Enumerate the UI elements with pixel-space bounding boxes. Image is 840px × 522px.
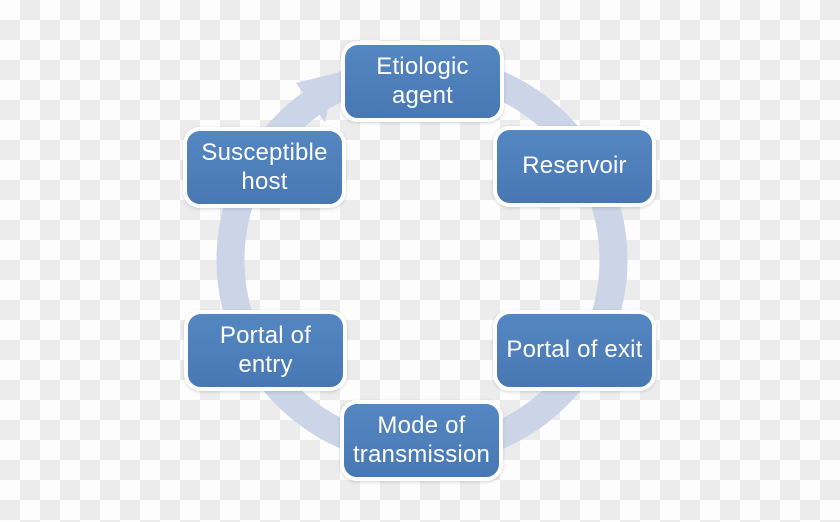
node-portal-of-exit: Portal of exit [493, 310, 656, 391]
node-etiologic-agent: Etiologic agent [341, 41, 504, 122]
node-label: Reservoir [522, 152, 627, 180]
node-mode-of-transmission: Mode of transmission [340, 400, 503, 481]
node-label: Portal of entry [219, 322, 312, 378]
node-reservoir: Reservoir [493, 126, 656, 207]
node-portal-of-entry: Portal of entry [184, 310, 347, 391]
node-label: Etiologic agent [376, 53, 469, 109]
node-label: Susceptible host [201, 139, 328, 195]
node-susceptible-host: Susceptible host [183, 127, 346, 208]
node-label: Portal of exit [506, 336, 643, 364]
cycle-arrow-head-icon [296, 73, 336, 122]
node-label: Mode of transmission [352, 412, 491, 468]
